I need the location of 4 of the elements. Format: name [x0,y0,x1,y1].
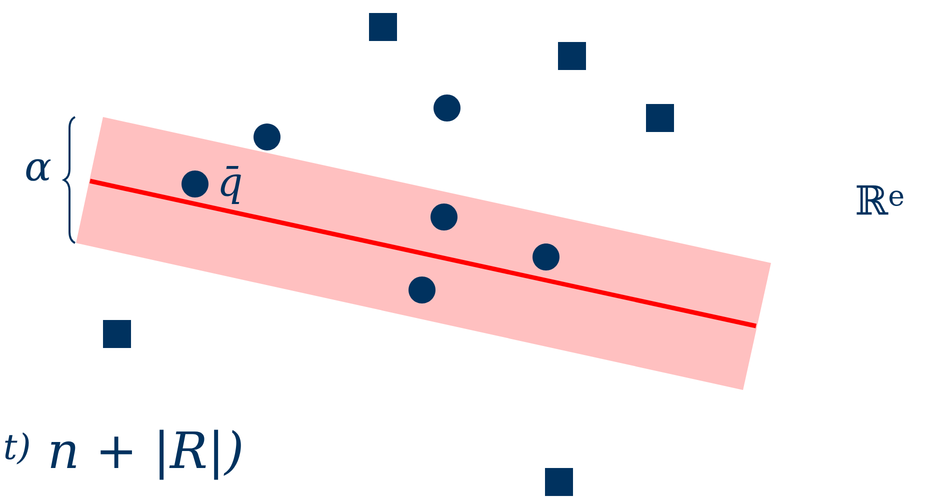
math-label: q̄ [220,166,241,204]
formula: $^{t)}$ n + |R|) [5,430,241,480]
math-label: ℝ$^{e}$ [856,185,904,215]
math-label: α [26,159,51,181]
